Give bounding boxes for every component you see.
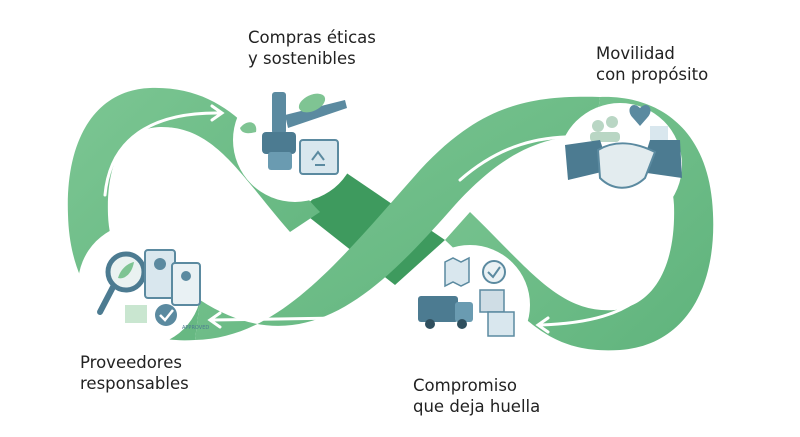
handshake-community-heart-icon	[565, 105, 682, 189]
arrow-right-bottom	[538, 208, 672, 327]
label-compromiso-line1: Compromiso	[413, 376, 518, 395]
magnifier-id-badge-approved-icon: APPROVED	[97, 249, 209, 331]
label-proveedores-line2: responsables	[80, 374, 189, 393]
label-compromiso-line2: que deja huella	[413, 397, 541, 416]
label-compras-line1: Compras éticas	[248, 28, 376, 47]
label-movilidad: Movilidad con propósito	[596, 43, 708, 85]
arrow-right-bottom-head	[535, 316, 550, 334]
label-compromiso: Compromiso que deja huella	[413, 375, 540, 417]
arrow-left-top	[103, 111, 222, 197]
approved-badge: APPROVED	[182, 325, 209, 331]
arrow-cross-head	[207, 311, 222, 329]
label-proveedores-line1: Proveedores	[80, 353, 182, 372]
arrow-cross	[210, 316, 342, 322]
loop-band-cross	[195, 96, 600, 340]
label-movilidad-line2: con propósito	[596, 65, 709, 84]
label-compras-line2: y sostenibles	[248, 49, 356, 68]
label-proveedores: Proveedores responsables	[80, 352, 189, 394]
label-compras-eticas: Compras éticas y sostenibles	[248, 27, 376, 69]
delivery-truck-map-boxes-icon	[418, 256, 515, 337]
eco-tools-recycle-box-icon	[240, 92, 347, 175]
arrow-left-top-head	[210, 104, 225, 122]
label-movilidad-line1: Movilidad	[596, 44, 675, 63]
